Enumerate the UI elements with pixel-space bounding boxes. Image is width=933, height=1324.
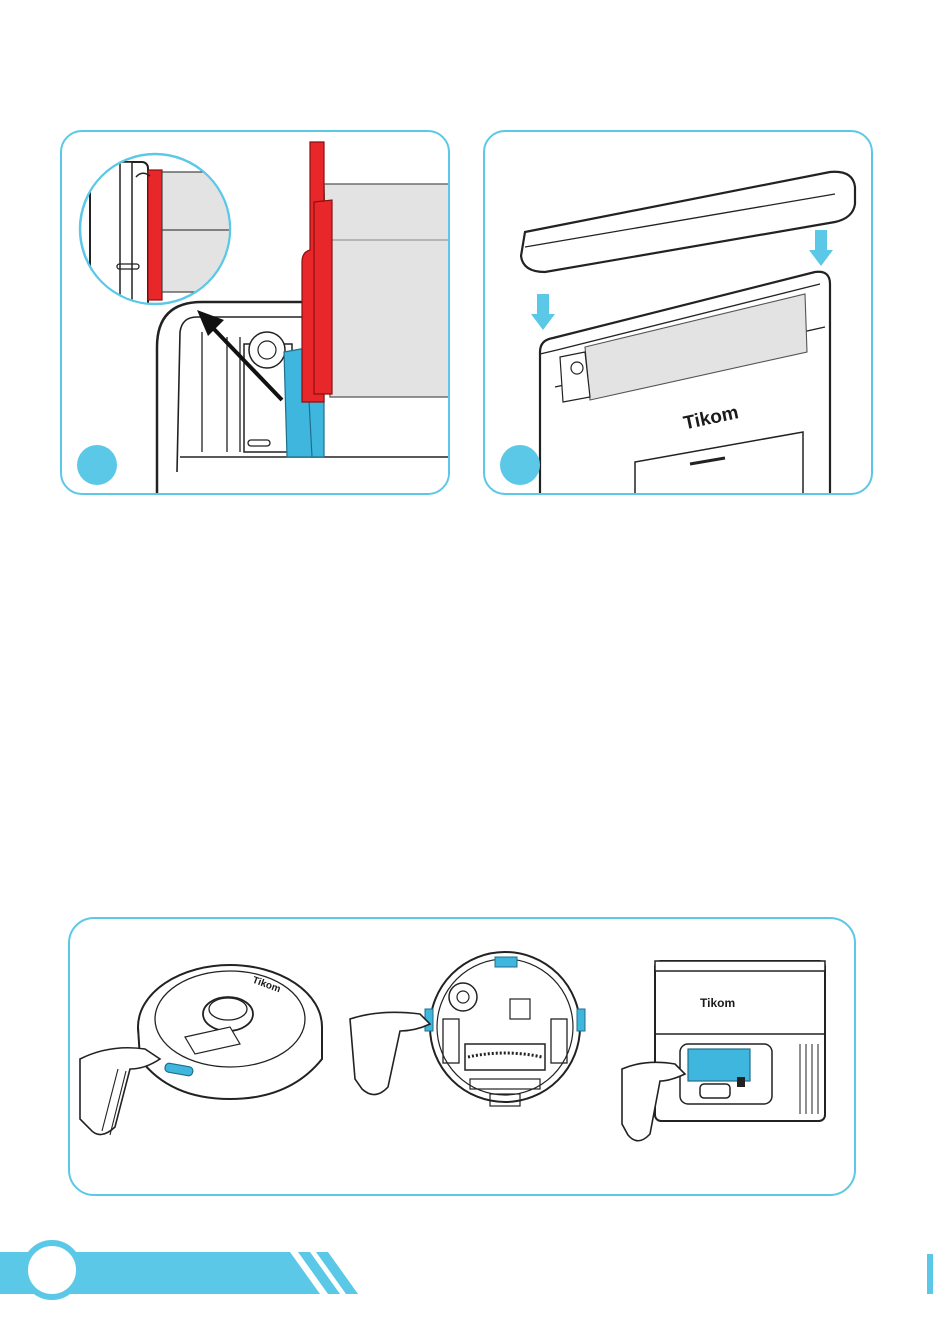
step-2-marker [500,445,540,485]
step-2-panel: Tikom [483,130,873,495]
step-1-marker [77,445,117,485]
robot-top-view: Tikom [80,965,322,1135]
cleaning-illustration: Tikom [70,919,856,1196]
page-number-badge [22,1240,82,1300]
robot-bottom-view [350,952,585,1106]
right-edge-marker [927,1254,933,1294]
replace-lid-illustration: Tikom [485,132,873,495]
remove-dust-bag-illustration [62,132,450,495]
cleaning-panel: Tikom [68,917,856,1196]
step-1-panel [60,130,450,495]
dock-brand: Tikom [700,996,735,1010]
dock-front-view: Tikom [622,961,825,1141]
